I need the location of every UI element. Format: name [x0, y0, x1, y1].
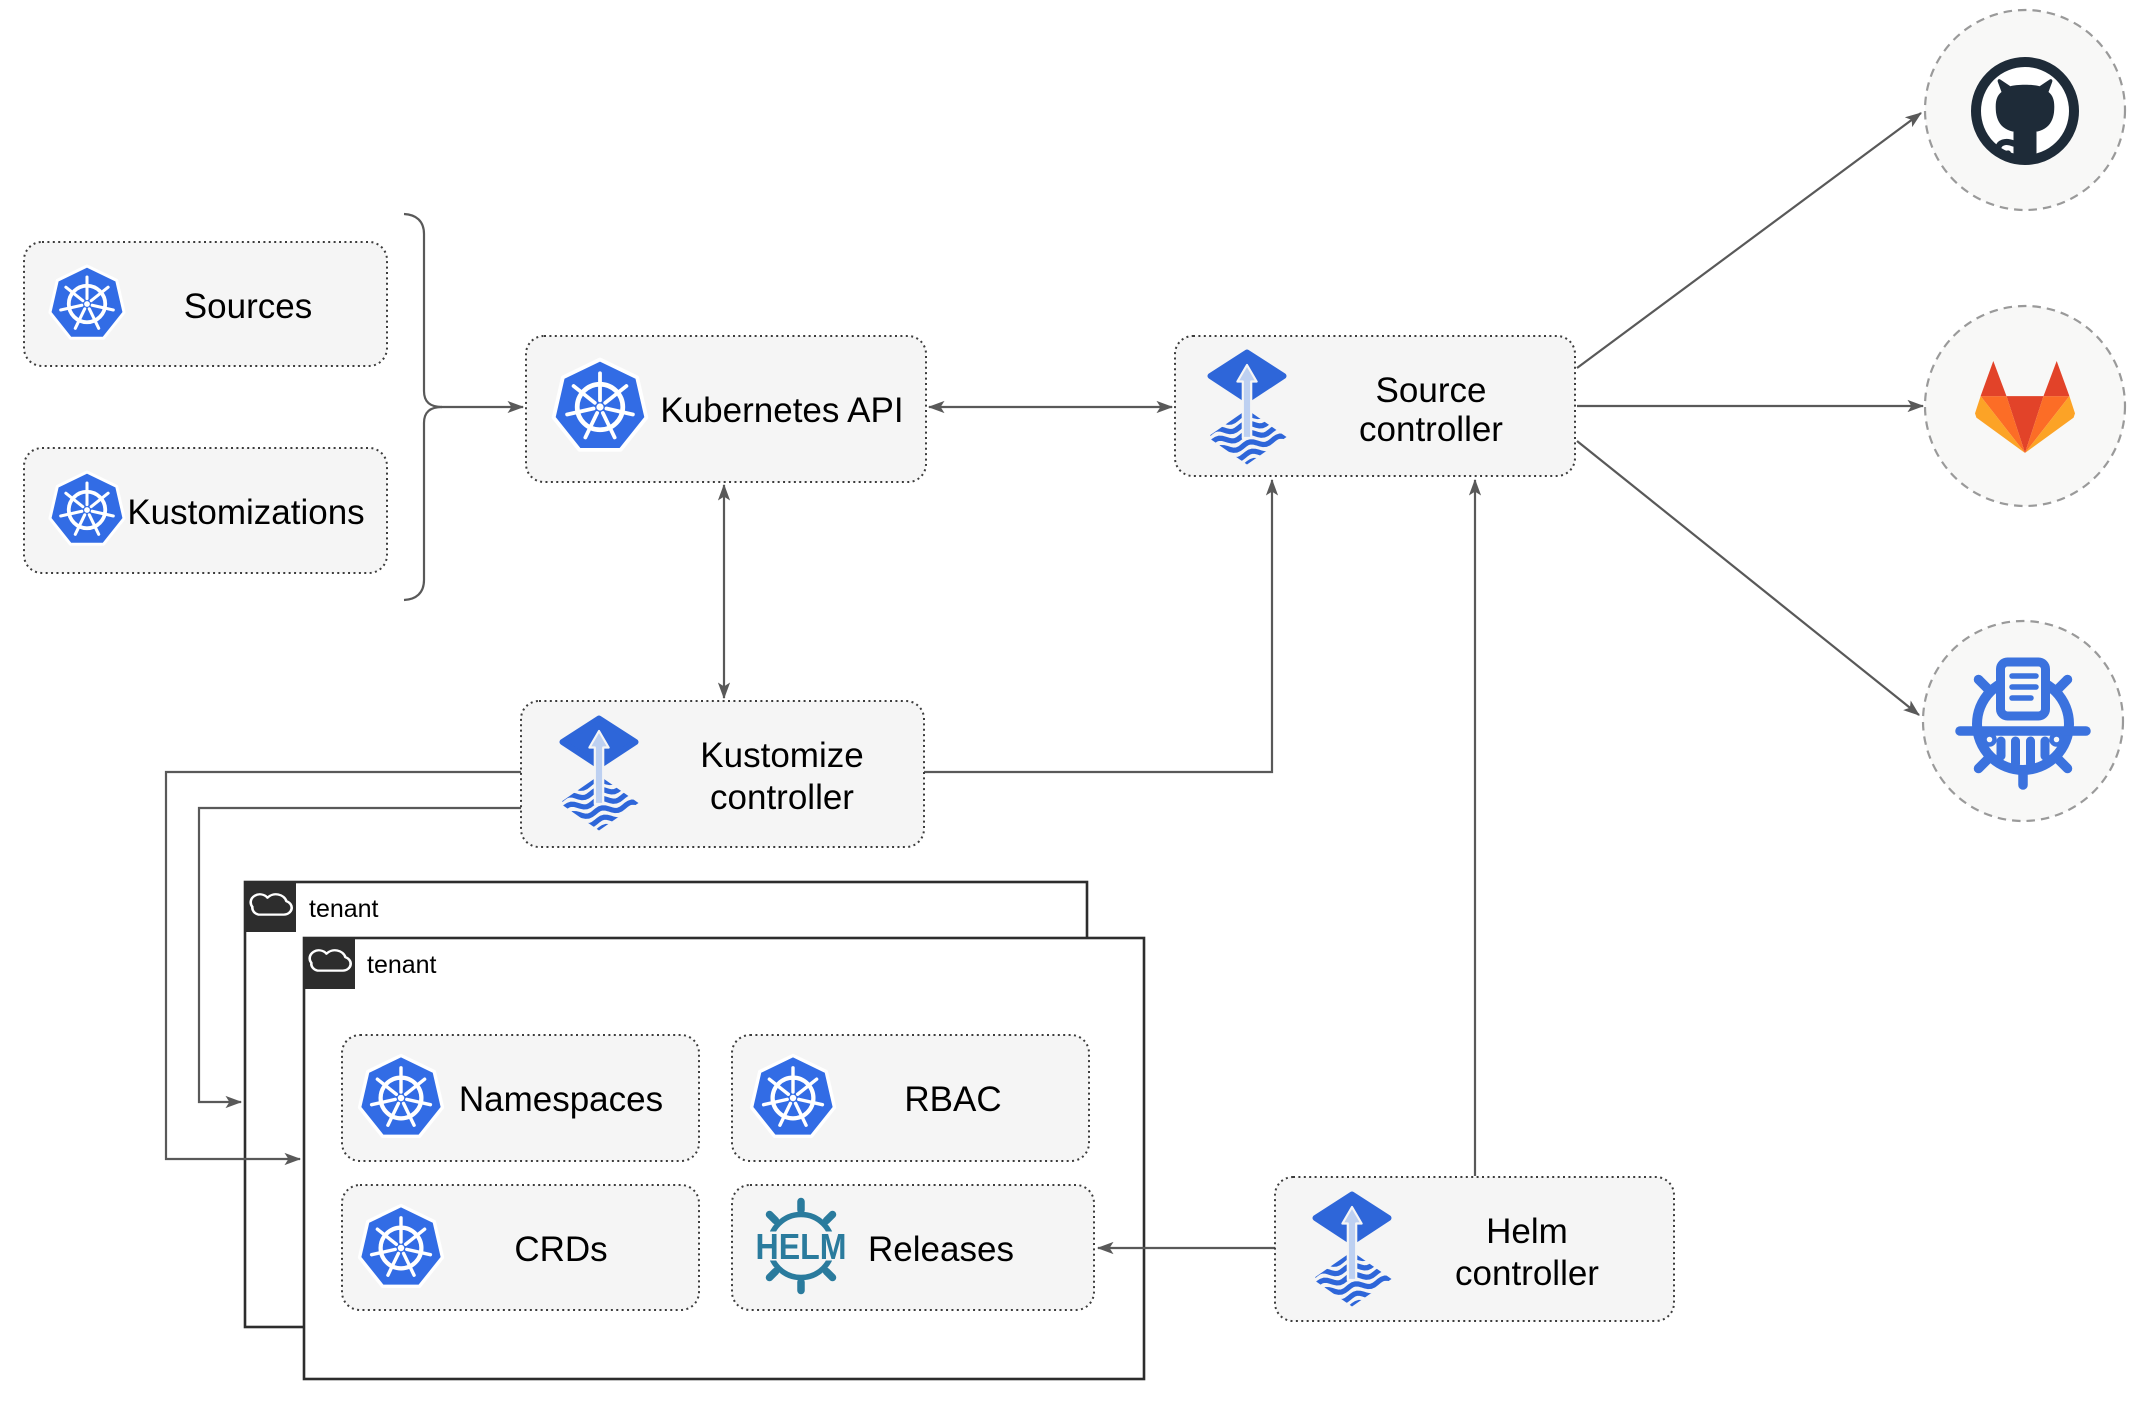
svg-text:Releases: Releases	[868, 1230, 1014, 1269]
svg-text:Sources: Sources	[184, 287, 312, 326]
svg-text:controller: controller	[1455, 1254, 1599, 1293]
svg-text:Kustomizations: Kustomizations	[127, 493, 364, 532]
svg-text:controller: controller	[710, 778, 854, 817]
svg-text:controller: controller	[1359, 410, 1503, 449]
svg-text:Helm: Helm	[1486, 1212, 1568, 1251]
svg-text:Kustomize: Kustomize	[700, 736, 863, 775]
svg-text:CRDs: CRDs	[514, 1230, 607, 1269]
svg-text:tenant: tenant	[309, 895, 379, 923]
svg-text:Kubernetes API: Kubernetes API	[660, 391, 903, 430]
svg-text:Source: Source	[1376, 371, 1487, 410]
svg-text:tenant: tenant	[367, 951, 437, 979]
svg-text:Namespaces: Namespaces	[459, 1080, 663, 1119]
svg-text:RBAC: RBAC	[904, 1080, 1001, 1119]
